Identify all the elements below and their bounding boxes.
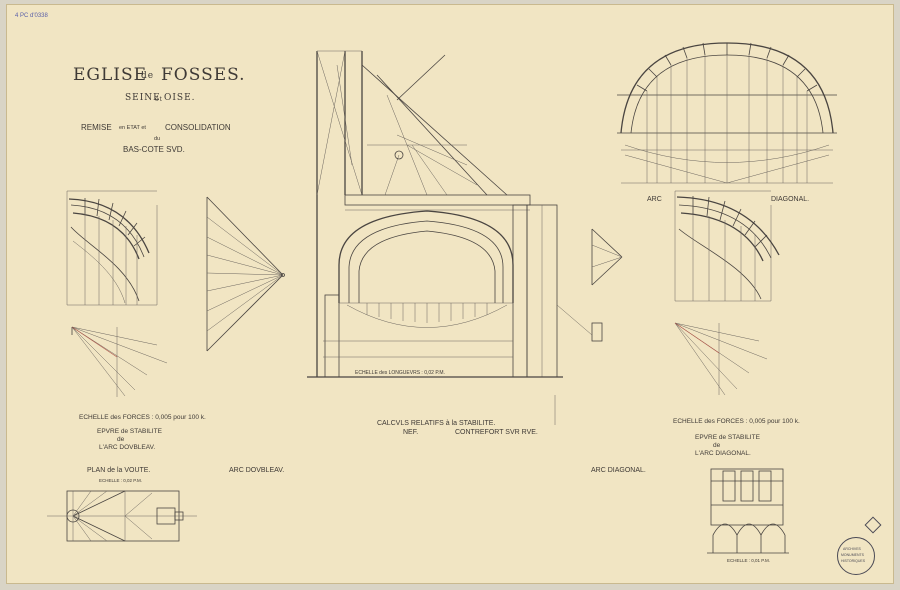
corner-note: 4 PC d'0338 <box>15 13 48 19</box>
stamp-line-2: MONUMENTS <box>841 553 864 557</box>
plan-voute <box>47 490 197 542</box>
arc-doubleau-title: ARC DOVBLEAV. <box>229 467 285 474</box>
arc-diagonal-top-1: ARC <box>647 196 662 203</box>
epure-arc-diagonal <box>674 190 780 396</box>
plan-voute-title: PLAN de la VOUTE. <box>87 467 151 474</box>
epure-left-arc: L'ARC DOVBLEAV. <box>99 444 156 451</box>
epure-right-title: EPVRE de STABILITE <box>695 434 760 441</box>
title-fosses: FOSSES. <box>161 65 246 85</box>
epure-right-de: de <box>713 442 721 449</box>
work-consolidation: CONSOLIDATION <box>165 123 231 132</box>
architectural-drawing <box>47 42 837 554</box>
work-bas-cote: BAS-COTE SVD. <box>123 145 185 154</box>
archive-stamp: ARCHIVES MONUMENTS HISTORIQUES <box>837 537 875 575</box>
drawing-sheet: 4 PC d'0338 EGLISE de FOSSES. SEINE et O… <box>6 4 894 584</box>
arc-diagonal-top <box>617 42 837 184</box>
epure-arc-doubleau <box>66 190 285 397</box>
dept-seine: SEINE <box>125 93 161 103</box>
echelle-forces-right: ECHELLE des FORCES : 0,005 pour 100 k. <box>673 418 800 425</box>
title-de: de <box>141 71 155 81</box>
calculs-title: CALCVLS RELATIFS à la STABILITE. <box>377 420 496 427</box>
dept-et: et <box>155 96 163 103</box>
title-eglise: EGLISE <box>73 65 148 85</box>
stamp-line-1: ARCHIVES <box>843 547 861 551</box>
echelle-forces-left: ECHELLE des FORCES : 0,005 pour 100 k. <box>79 414 206 421</box>
central-section <box>307 50 623 425</box>
work-en-etat: en ETAT et <box>119 125 146 131</box>
epure-left-title: EPVRE de STABILITE <box>97 428 162 435</box>
arc-diagonal-bottom: ARC DIAGONAL. <box>591 467 646 474</box>
arc-diagonal-top-2: DIAGONAL. <box>771 196 810 203</box>
echelle-right: ECHELLE : 0,01 P.M. <box>727 558 770 563</box>
epure-left-de: de <box>117 436 125 443</box>
dept-oise: OISE. <box>164 93 196 103</box>
contrefort-heading: CONTREFORT SVR RVE. <box>455 429 538 436</box>
stamp-line-3: HISTORIQUES <box>841 559 866 563</box>
work-remise: REMISE <box>81 123 112 132</box>
plan-echelle: ECHELLE : 0,02 P.M. <box>99 478 142 483</box>
nef-heading: NEF. <box>403 429 419 436</box>
work-du: du <box>154 136 161 142</box>
epure-right-arc: L'ARC DIAGONAL. <box>695 450 751 457</box>
echelle-longueurs: ECHELLE des LONGUEVRS : 0,02 P.M. <box>355 370 445 376</box>
arcade-elevation <box>707 468 789 554</box>
